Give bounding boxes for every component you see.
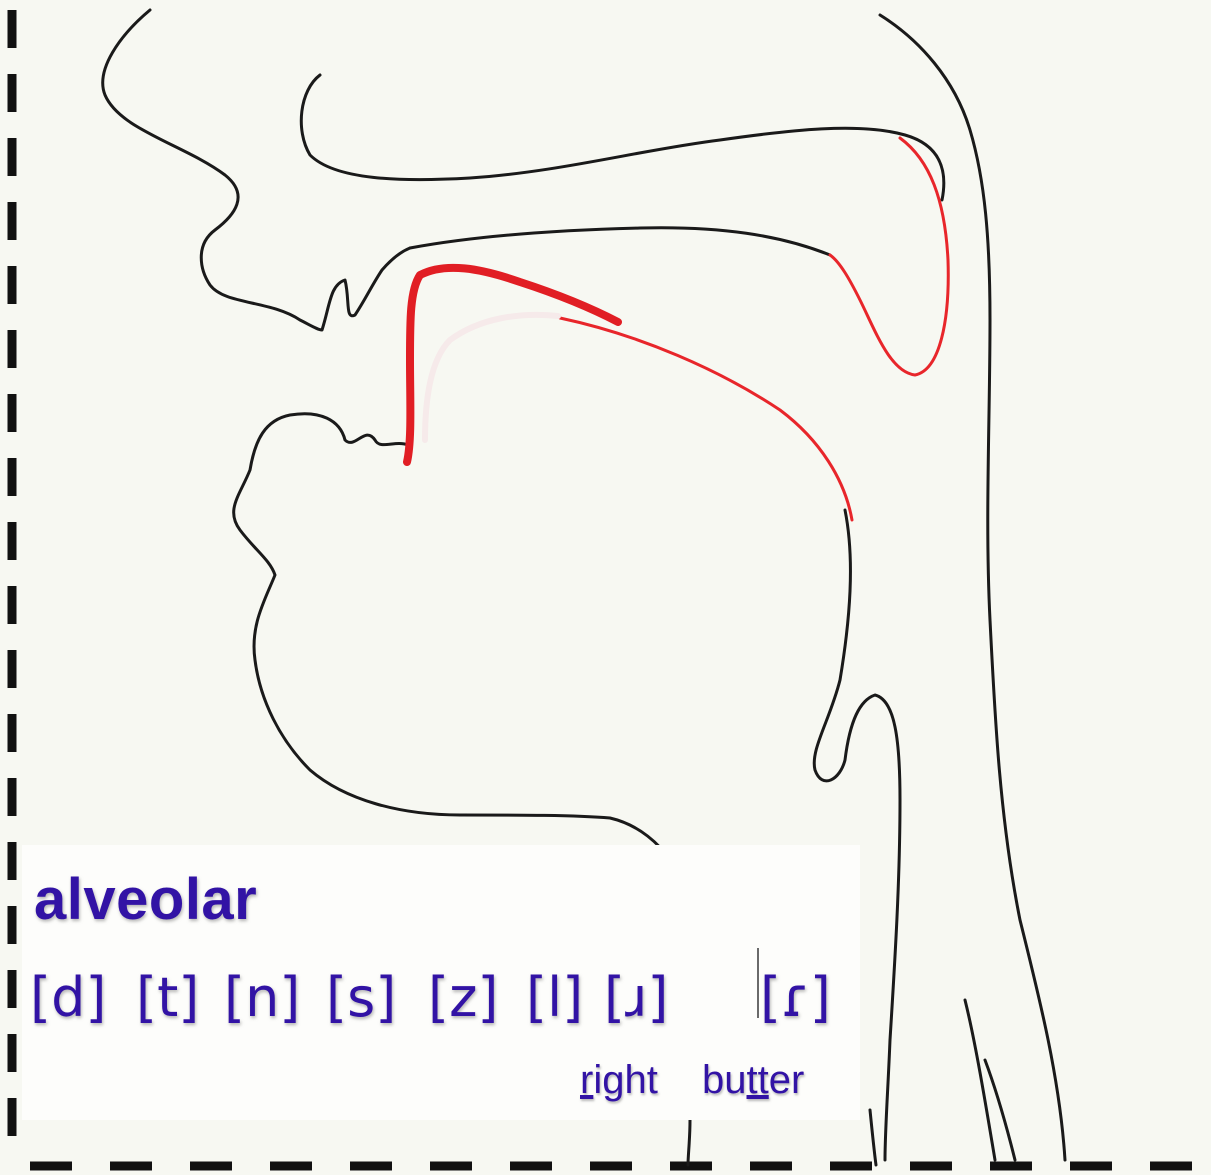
example-right-rest: ight — [593, 1058, 658, 1102]
symbol-t: [t] — [136, 966, 199, 1029]
symbol-flap: [ɾ] — [760, 966, 831, 1029]
example-butter-after: er — [769, 1058, 805, 1102]
example-right: right — [580, 1058, 658, 1103]
place-title: alveolar — [34, 866, 257, 933]
text-cursor — [757, 948, 759, 1018]
symbol-d: [d] — [30, 966, 106, 1029]
symbol-s: [s] — [326, 966, 396, 1029]
tongue-tip-alveolar — [407, 268, 618, 462]
neck-line — [870, 1110, 876, 1165]
velum-highlight — [830, 138, 948, 375]
symbol-l: [l] — [526, 966, 583, 1029]
example-butter-underlined: tt — [747, 1058, 769, 1102]
palate-outline — [410, 228, 830, 255]
example-right-underlined: r — [580, 1058, 593, 1102]
example-butter: butter — [702, 1058, 804, 1103]
nasal-cavity-outline — [301, 75, 944, 200]
example-butter-before: bu — [702, 1058, 747, 1102]
tongue-body — [560, 318, 852, 520]
face-profile-lower — [234, 414, 670, 860]
face-profile-upper — [103, 10, 410, 330]
symbol-n: [n] — [224, 966, 300, 1029]
symbol-z: [z] — [428, 966, 498, 1029]
symbol-r-approximant: [ɹ] — [604, 966, 669, 1029]
jaw-detail — [688, 1120, 690, 1165]
tongue-underside — [425, 315, 558, 440]
larynx-detail — [965, 1000, 1015, 1160]
pharynx-back-wall — [880, 15, 1065, 1160]
